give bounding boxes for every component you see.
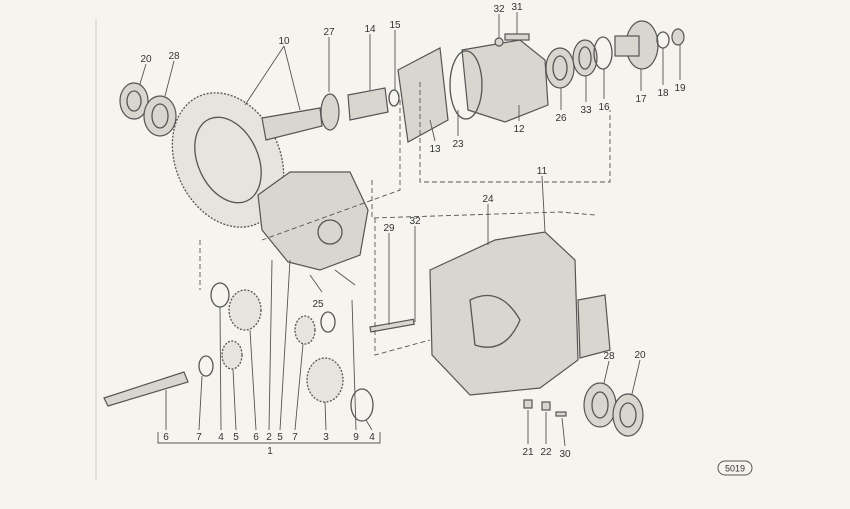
callout-18: 18 — [657, 88, 669, 99]
flange-hub-17 — [614, 20, 659, 70]
assembly-line — [261, 100, 401, 241]
callout-6: 6 — [163, 432, 169, 443]
callout-32: 32 — [493, 4, 505, 15]
bearing-20-bottom — [612, 393, 644, 437]
group-label: 1 — [267, 446, 273, 457]
callout-3: 3 — [323, 432, 329, 443]
bearing-28-top — [143, 95, 177, 137]
figure-number: 5019 — [725, 464, 745, 474]
callout-28: 28 — [168, 51, 180, 62]
assembly-line — [419, 82, 611, 183]
callout-33: 33 — [580, 105, 592, 116]
callout-20-bottom: 20 — [634, 350, 646, 361]
cross-pin-6 — [103, 371, 189, 407]
assembly-line — [374, 218, 431, 356]
ring-gear-10 — [171, 92, 285, 228]
callout-21: 21 — [522, 447, 534, 458]
callout-25: 25 — [312, 299, 324, 310]
callout-4b: 4 — [369, 432, 375, 443]
bolt-31 — [504, 33, 530, 41]
callout-10: 10 — [278, 36, 290, 47]
callout-16: 16 — [598, 102, 610, 113]
parts-21-22-30 — [523, 399, 567, 417]
callout-26: 26 — [555, 113, 567, 124]
figure-number-box — [717, 460, 753, 476]
housing-12 — [397, 39, 549, 143]
callout-13: 13 — [429, 144, 441, 155]
callout-9: 9 — [353, 432, 359, 443]
callout-5b: 5 — [277, 432, 283, 443]
callout-11: 11 — [537, 166, 548, 177]
bolt-29 — [369, 318, 415, 333]
callout-5: 5 — [233, 432, 239, 443]
callout-17: 17 — [635, 94, 647, 105]
bearing-26 — [545, 47, 575, 89]
spider-gears — [198, 282, 374, 422]
leader-lines — [139, 12, 681, 447]
callout-6b: 6 — [253, 432, 259, 443]
callout-2: 2 — [266, 432, 272, 443]
callout-23: 23 — [452, 139, 464, 150]
assembly-line — [199, 180, 596, 290]
callout-29: 29 — [383, 223, 395, 234]
bolts-25 — [309, 269, 356, 293]
bearing-28-bottom — [583, 382, 617, 428]
callout-22: 22 — [540, 447, 552, 458]
callout-20: 20 — [140, 54, 152, 65]
ring-16 — [593, 36, 613, 70]
callout-19: 19 — [674, 83, 686, 94]
callout-15: 15 — [389, 20, 401, 31]
nut-19 — [671, 28, 685, 46]
callout-7: 7 — [196, 432, 202, 443]
callout-27: 27 — [323, 27, 335, 38]
callout-31: 31 — [511, 2, 523, 13]
bearing-20-top — [119, 82, 149, 120]
pinion-shaft — [261, 87, 400, 141]
callout-28-bottom: 28 — [603, 351, 615, 362]
callout-30: 30 — [559, 449, 571, 460]
callout-12: 12 — [513, 124, 525, 135]
seal-33 — [572, 39, 598, 77]
callout-24: 24 — [482, 194, 494, 205]
nut-32-top — [494, 37, 504, 47]
differential-case — [257, 171, 369, 271]
callout-7b: 7 — [292, 432, 298, 443]
callout-4: 4 — [218, 432, 224, 443]
callout-32-middle: 32 — [409, 216, 421, 227]
callout-14: 14 — [364, 24, 376, 35]
axle-housing-11 — [429, 231, 611, 396]
